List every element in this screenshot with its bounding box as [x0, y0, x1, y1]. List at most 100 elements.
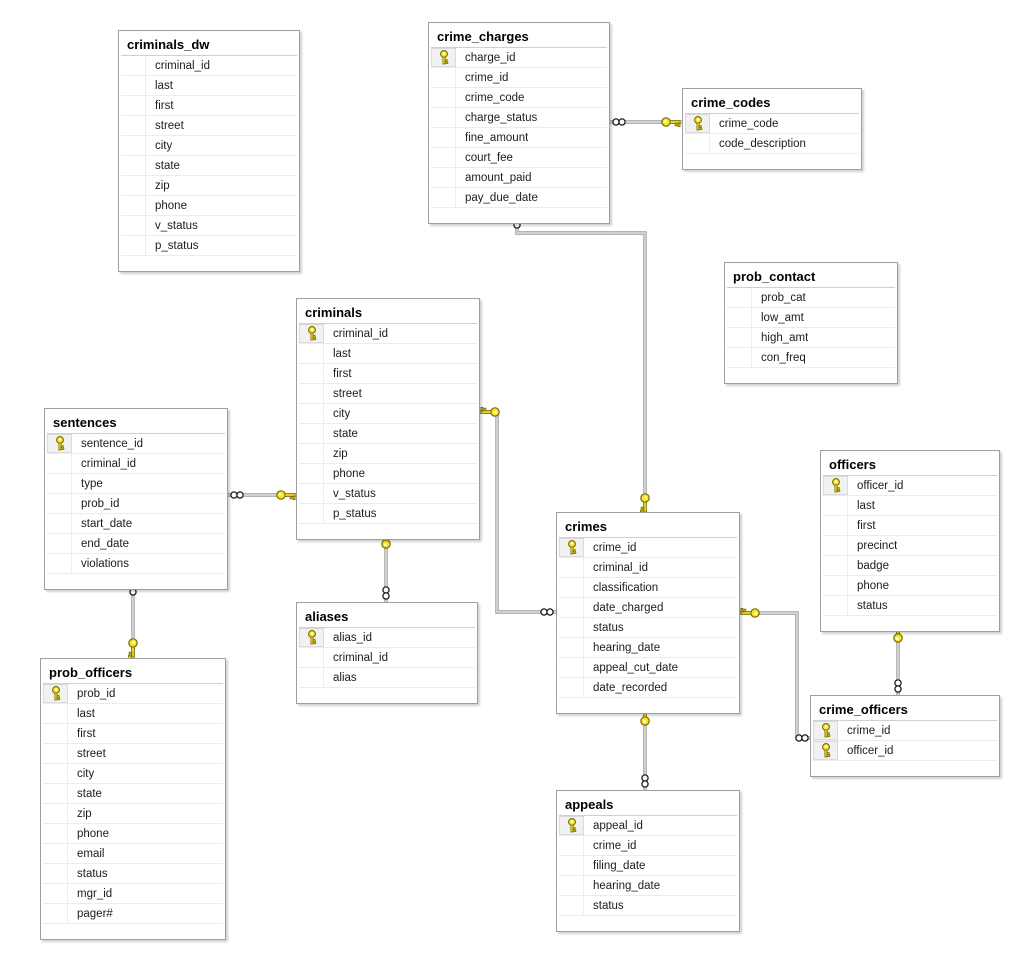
- column-row[interactable]: street: [121, 116, 297, 136]
- column-row[interactable]: last: [823, 496, 997, 516]
- column-row[interactable]: phone: [121, 196, 297, 216]
- column-row[interactable]: city: [299, 404, 477, 424]
- column-row[interactable]: hearing_date: [559, 638, 737, 658]
- column-row[interactable]: pay_due_date: [431, 188, 607, 208]
- column-row[interactable]: pager#: [43, 904, 223, 924]
- column-row[interactable]: officer_id: [813, 741, 997, 761]
- column-row[interactable]: crime_id: [559, 538, 737, 558]
- table-crime_officers[interactable]: crime_officers crime_id officer_id: [810, 695, 1000, 777]
- column-row[interactable]: prob_id: [47, 494, 225, 514]
- column-row[interactable]: city: [121, 136, 297, 156]
- relationship-criminals-sentences[interactable]: [224, 490, 300, 501]
- column-row[interactable]: mgr_id: [43, 884, 223, 904]
- column-row[interactable]: fine_amount: [431, 128, 607, 148]
- column-row[interactable]: alias: [299, 668, 475, 688]
- column-row[interactable]: street: [299, 384, 477, 404]
- column-row[interactable]: zip: [299, 444, 477, 464]
- empty-row-area[interactable]: [685, 154, 859, 167]
- column-row[interactable]: crime_id: [559, 836, 737, 856]
- empty-row-area[interactable]: [813, 761, 997, 774]
- column-row[interactable]: city: [43, 764, 223, 784]
- column-row[interactable]: criminal_id: [47, 454, 225, 474]
- column-row[interactable]: appeal_cut_date: [559, 658, 737, 678]
- column-row[interactable]: phone: [43, 824, 223, 844]
- column-row[interactable]: first: [121, 96, 297, 116]
- column-row[interactable]: violations: [47, 554, 225, 574]
- empty-row-area[interactable]: [559, 916, 737, 929]
- column-row[interactable]: crime_code: [685, 114, 859, 134]
- column-row[interactable]: precinct: [823, 536, 997, 556]
- empty-row-area[interactable]: [47, 574, 225, 587]
- column-row[interactable]: p_status: [299, 504, 477, 524]
- column-row[interactable]: status: [559, 618, 737, 638]
- column-row[interactable]: court_fee: [431, 148, 607, 168]
- column-row[interactable]: alias_id: [299, 628, 475, 648]
- column-row[interactable]: criminal_id: [559, 558, 737, 578]
- column-row[interactable]: start_date: [47, 514, 225, 534]
- column-row[interactable]: charge_id: [431, 48, 607, 68]
- column-row[interactable]: zip: [43, 804, 223, 824]
- column-row[interactable]: officer_id: [823, 476, 997, 496]
- column-row[interactable]: last: [299, 344, 477, 364]
- empty-row-area[interactable]: [823, 616, 997, 629]
- column-row[interactable]: low_amt: [727, 308, 895, 328]
- empty-row-area[interactable]: [43, 924, 223, 937]
- column-row[interactable]: charge_status: [431, 108, 607, 128]
- relationship-prob_officers-sentences[interactable]: [127, 577, 138, 662]
- relationship-crimes-crime_charges[interactable]: [513, 210, 650, 516]
- empty-row-area[interactable]: [299, 688, 475, 701]
- column-row[interactable]: crime_code: [431, 88, 607, 108]
- column-row[interactable]: first: [299, 364, 477, 384]
- empty-row-area[interactable]: [121, 256, 297, 269]
- empty-row-area[interactable]: [299, 524, 477, 537]
- column-row[interactable]: last: [43, 704, 223, 724]
- column-row[interactable]: zip: [121, 176, 297, 196]
- column-row[interactable]: email: [43, 844, 223, 864]
- empty-row-area[interactable]: [431, 208, 607, 221]
- column-row[interactable]: state: [299, 424, 477, 444]
- column-row[interactable]: sentence_id: [47, 434, 225, 454]
- column-row[interactable]: v_status: [121, 216, 297, 236]
- column-row[interactable]: badge: [823, 556, 997, 576]
- column-row[interactable]: crime_id: [431, 68, 607, 88]
- column-row[interactable]: last: [121, 76, 297, 96]
- empty-row-area[interactable]: [727, 368, 895, 381]
- empty-row-area[interactable]: [559, 698, 737, 711]
- column-row[interactable]: first: [43, 724, 223, 744]
- column-row[interactable]: end_date: [47, 534, 225, 554]
- column-row[interactable]: code_description: [685, 134, 859, 154]
- relationship-crimes-crime_officers[interactable]: [736, 607, 814, 742]
- column-row[interactable]: hearing_date: [559, 876, 737, 896]
- column-row[interactable]: prob_id: [43, 684, 223, 704]
- column-row[interactable]: date_charged: [559, 598, 737, 618]
- column-row[interactable]: high_amt: [727, 328, 895, 348]
- column-row[interactable]: classification: [559, 578, 737, 598]
- column-row[interactable]: prob_cat: [727, 288, 895, 308]
- column-row[interactable]: status: [559, 896, 737, 916]
- column-row[interactable]: filing_date: [559, 856, 737, 876]
- column-row[interactable]: status: [823, 596, 997, 616]
- column-row[interactable]: v_status: [299, 484, 477, 504]
- relationship-crime_codes-crime_charges[interactable]: [606, 117, 686, 128]
- column-row[interactable]: criminal_id: [299, 324, 477, 344]
- column-row[interactable]: phone: [299, 464, 477, 484]
- column-row[interactable]: phone: [823, 576, 997, 596]
- column-row[interactable]: p_status: [121, 236, 297, 256]
- column-row[interactable]: street: [43, 744, 223, 764]
- relationship-crimes-appeals[interactable]: [640, 702, 651, 794]
- column-row[interactable]: appeal_id: [559, 816, 737, 836]
- column-row[interactable]: date_recorded: [559, 678, 737, 698]
- column-row[interactable]: state: [121, 156, 297, 176]
- column-row[interactable]: type: [47, 474, 225, 494]
- column-row[interactable]: state: [43, 784, 223, 804]
- relationship-criminals-crimes[interactable]: [476, 406, 560, 616]
- column-row[interactable]: amount_paid: [431, 168, 607, 188]
